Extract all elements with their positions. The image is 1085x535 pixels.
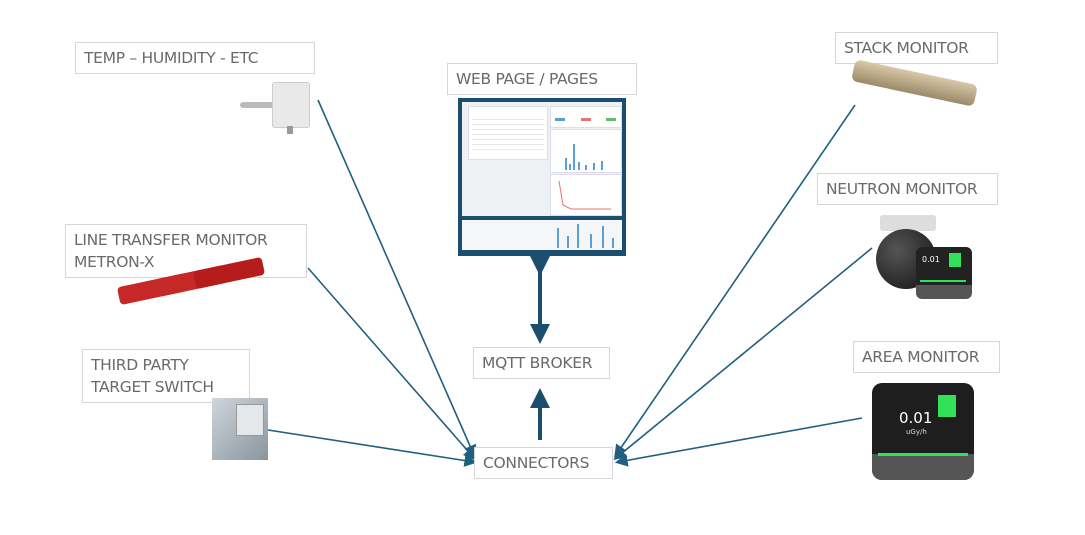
label-line-2: TARGET SWITCH (91, 378, 214, 396)
chart-panel (550, 129, 622, 173)
label-mqtt-broker: MQTT BROKER (473, 347, 610, 379)
label-area-monitor: AREA MONITOR (853, 341, 1000, 373)
label-line-1: LINE TRANSFER MONITOR (74, 231, 268, 249)
web-page-thumbnail (458, 98, 626, 256)
wire-neutron (613, 247, 873, 461)
label-connectors: CONNECTORS (474, 447, 613, 479)
neutron-reading: 0.01 (922, 255, 940, 264)
wire-stack (614, 104, 856, 458)
label-line-2: METRON-X (74, 253, 155, 271)
bottom-panel (462, 220, 622, 250)
summary-panel (550, 106, 622, 128)
label-temp: TEMP – HUMIDITY - ETC (75, 42, 315, 74)
label-third-party: THIRD PARTY TARGET SWITCH (82, 349, 250, 403)
area-monitor-image: 0.01 uGy/h (872, 383, 974, 480)
area-reading: 0.01 (899, 409, 933, 427)
label-stack-monitor: STACK MONITOR (835, 32, 998, 64)
label-web-page: WEB PAGE / PAGES (447, 63, 637, 95)
wire-third-party (267, 429, 478, 467)
wire-line-transfer (307, 267, 477, 461)
label-line-1: THIRD PARTY (91, 356, 189, 374)
label-line-transfer: LINE TRANSFER MONITOR METRON-X (65, 224, 307, 278)
wire-temp (317, 99, 476, 458)
table-panel (468, 106, 548, 160)
spectrum-panel (550, 174, 622, 216)
target-switch-image (212, 398, 268, 460)
area-unit: uGy/h (906, 428, 927, 436)
label-neutron-monitor: NEUTRON MONITOR (817, 173, 998, 205)
status-indicator (938, 395, 956, 417)
wire-area (614, 417, 863, 467)
